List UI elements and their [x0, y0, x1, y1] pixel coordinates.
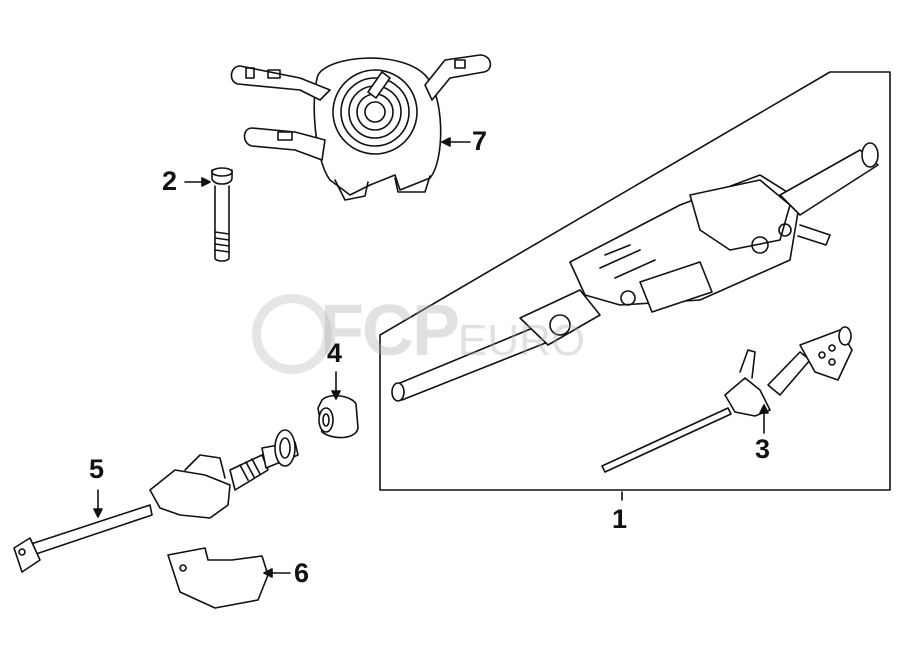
part-5-lower-shaft[interactable] [13, 429, 299, 573]
part-3-cable[interactable] [601, 326, 853, 473]
assembly-outline-1 [379, 71, 891, 491]
arrow-4 [331, 390, 341, 400]
arrow-3 [759, 404, 769, 414]
callout-7[interactable]: 7 [472, 126, 488, 156]
callout-6[interactable]: 6 [294, 558, 310, 588]
callout-3[interactable]: 3 [755, 434, 771, 464]
callout-4[interactable]: 4 [327, 338, 343, 368]
part-4-bushing[interactable] [317, 394, 359, 439]
arrow-5 [93, 508, 103, 518]
arrow-6 [263, 568, 273, 578]
arrow-7 [441, 137, 451, 147]
part-2-bolt[interactable] [211, 167, 233, 262]
callout-2[interactable]: 2 [162, 166, 178, 196]
watermark-logo-ring [252, 294, 332, 374]
part-6-cover[interactable] [167, 547, 269, 609]
watermark-sub-text: EURO [458, 316, 586, 365]
watermark: FCPEURO [250, 290, 585, 372]
callout-1[interactable]: 1 [612, 504, 628, 534]
part-7-combination-switch[interactable] [230, 54, 492, 201]
watermark-main-text: FCP [320, 291, 460, 371]
part-1-steering-column[interactable] [391, 142, 879, 402]
arrow-2 [201, 177, 211, 187]
callout-5[interactable]: 5 [89, 454, 105, 484]
